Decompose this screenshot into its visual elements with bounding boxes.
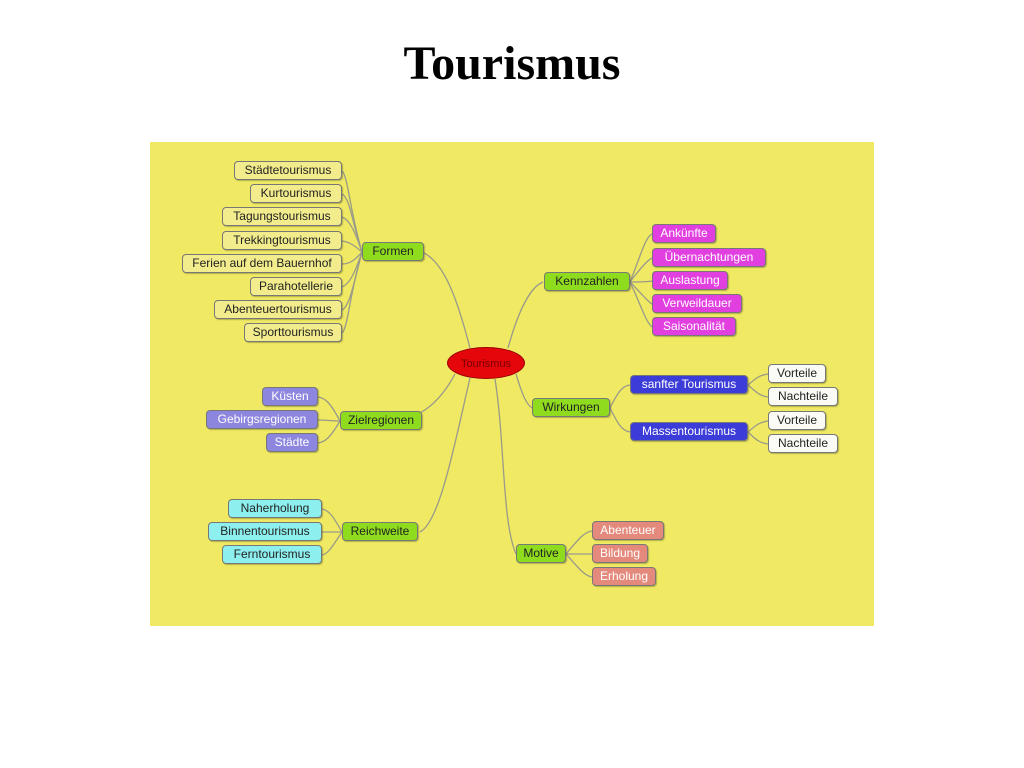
motive-item: Abenteuer — [592, 521, 664, 540]
branch-kennzahlen: Kennzahlen — [544, 272, 630, 291]
massen-nachteile: Nachteile — [768, 434, 838, 453]
kennzahlen-item: Übernachtungen — [652, 248, 766, 267]
motive-item: Bildung — [592, 544, 648, 563]
link-center-wirkungen — [515, 373, 533, 409]
link-center-formen — [421, 251, 471, 349]
mindmap-canvas: Tourismus Formen Zielregionen Reichweite… — [150, 142, 874, 626]
sanfter-vorteile: Vorteile — [768, 364, 826, 383]
mindmap-connectors — [317, 170, 769, 578]
branch-formen: Formen — [362, 242, 424, 261]
branch-zielregionen: Zielregionen — [340, 411, 422, 430]
formen-item: Ferien auf dem Bauernhof — [182, 254, 342, 273]
formen-item: Tagungstourismus — [222, 207, 342, 226]
link-center-motive — [494, 378, 517, 555]
formen-item: Abenteuertourismus — [214, 300, 342, 319]
branch-motive: Motive — [516, 544, 566, 563]
page-title: Tourismus — [403, 37, 621, 90]
branch-wirkungen: Wirkungen — [532, 398, 610, 417]
sanfter-nachteile: Nachteile — [768, 387, 838, 406]
reichweite-item: Binnentourismus — [208, 522, 322, 541]
formen-item: Parahotellerie — [250, 277, 342, 296]
formen-item: Sporttourismus — [244, 323, 342, 342]
center-node-tourismus: Tourismus — [447, 347, 525, 379]
zielregionen-item: Gebirgsregionen — [206, 410, 318, 429]
branch-reichweite: Reichweite — [342, 522, 418, 541]
formen-item: Städtetourismus — [234, 161, 342, 180]
wirkungen-massentourismus: Massentourismus — [630, 422, 748, 441]
kennzahlen-item: Ankünfte — [652, 224, 716, 243]
kennzahlen-item: Auslastung — [652, 271, 728, 290]
motive-item: Erholung — [592, 567, 656, 586]
formen-item: Trekkingtourismus — [222, 231, 342, 250]
formen-item: Kurtourismus — [250, 184, 342, 203]
zielregionen-item: Städte — [266, 433, 318, 452]
massen-vorteile: Vorteile — [768, 411, 826, 430]
zielregionen-item: Küsten — [262, 387, 318, 406]
wirkungen-sanfter-tourismus: sanfter Tourismus — [630, 375, 748, 394]
link-center-reichweite — [419, 377, 471, 533]
reichweite-item: Ferntourismus — [222, 545, 322, 564]
reichweite-item: Naherholung — [228, 499, 322, 518]
kennzahlen-item: Verweildauer — [652, 294, 742, 313]
kennzahlen-item: Saisonalität — [652, 317, 736, 336]
link-center-kennzahlen — [507, 281, 544, 349]
